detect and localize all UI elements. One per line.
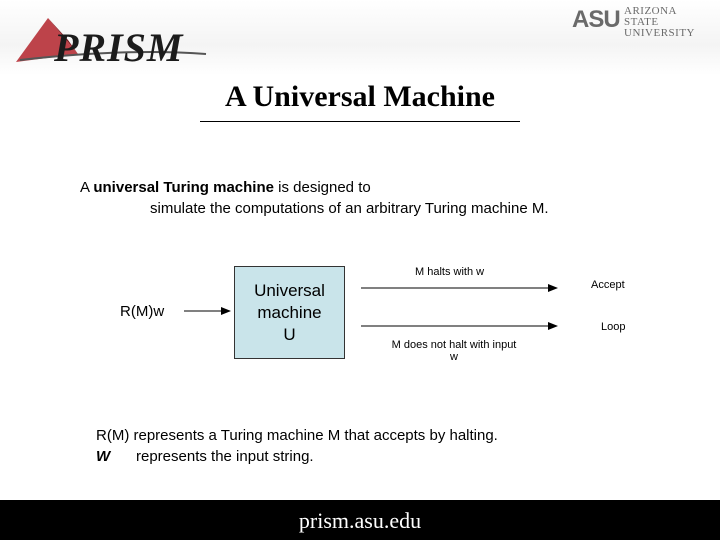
not-halt-line1: M does not halt with input [391,339,517,351]
asu-line2: UNIVERSITY [624,27,695,39]
footnote-line1: R(M) represents a Turing machine M that … [96,425,498,446]
intro-line2: simulate the computations of an arbitrar… [150,200,549,217]
footnote-term2: W [96,448,111,465]
machine-line3: U [283,324,296,344]
footer-bar [0,500,720,540]
machine-line2: machine [257,302,322,322]
footnote: R(M) represents a Turing machine M that … [96,425,498,467]
input-label: R(M)w [120,303,165,320]
machine-line1: Universal [254,280,325,300]
not-halt-line2: w [450,351,458,363]
footnote-term1: R(M) [96,427,130,444]
intro-text: A universal Turing machine is designed t… [80,177,549,219]
accept-label: Accept [591,279,625,291]
footnote-text1: represents a Turing machine M that accep… [129,427,498,444]
footnote-text2: represents the input string. [136,448,314,465]
logo-text: PRISM [54,25,184,70]
asu-logo: ASU ARIZONA STATE UNIVERSITY [572,6,712,39]
header-band [0,0,720,75]
title-underline [200,121,520,122]
universal-machine-box: Universal machine U [234,266,345,359]
asu-mark: ASU [572,6,621,33]
intro-part1: A [80,179,94,196]
intro-part2: is designed to [273,179,371,196]
asu-name: ARIZONA STATE UNIVERSITY [624,6,712,39]
prism-logo: PRISM [8,10,208,70]
not-halt-label: M does not halt with input w [384,339,524,363]
asu-line1: ARIZONA STATE [624,5,677,28]
footer-url: prism.asu.edu [298,508,422,533]
prism-logo-icon [16,18,207,62]
loop-label: Loop [601,321,626,333]
halts-label: M halts with w [415,266,485,278]
page-title: A Universal Machine [225,80,495,113]
intro-bold: universal Turing machine [93,179,274,196]
